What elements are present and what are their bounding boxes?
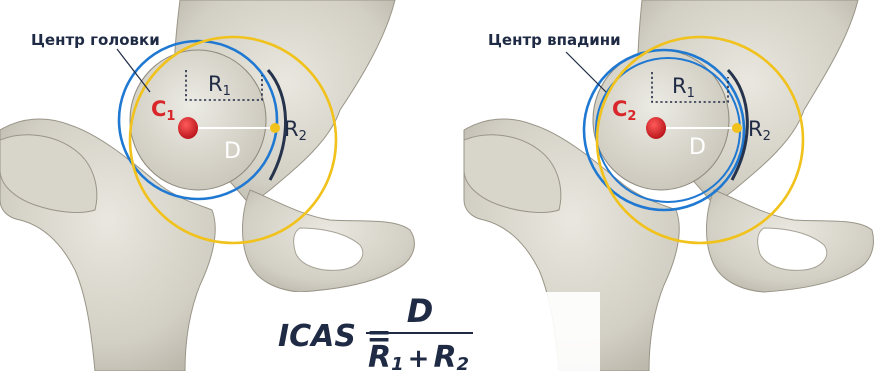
- right-d-label: D: [689, 135, 706, 160]
- right-r2-point: [732, 123, 742, 133]
- right-callout-label: Центр впадини: [488, 31, 621, 49]
- left-callout-leader: [117, 49, 150, 92]
- left-callout-label: Центр головки: [31, 31, 160, 49]
- right-callout-leader: [566, 52, 606, 92]
- left-d-label: D: [224, 139, 241, 164]
- left-r2-point: [270, 123, 280, 133]
- right-center-dot: [646, 117, 666, 139]
- formula-numerator: D: [407, 292, 434, 330]
- formula-denominator: R1+R2: [368, 340, 469, 371]
- left-center-dot: [178, 117, 198, 139]
